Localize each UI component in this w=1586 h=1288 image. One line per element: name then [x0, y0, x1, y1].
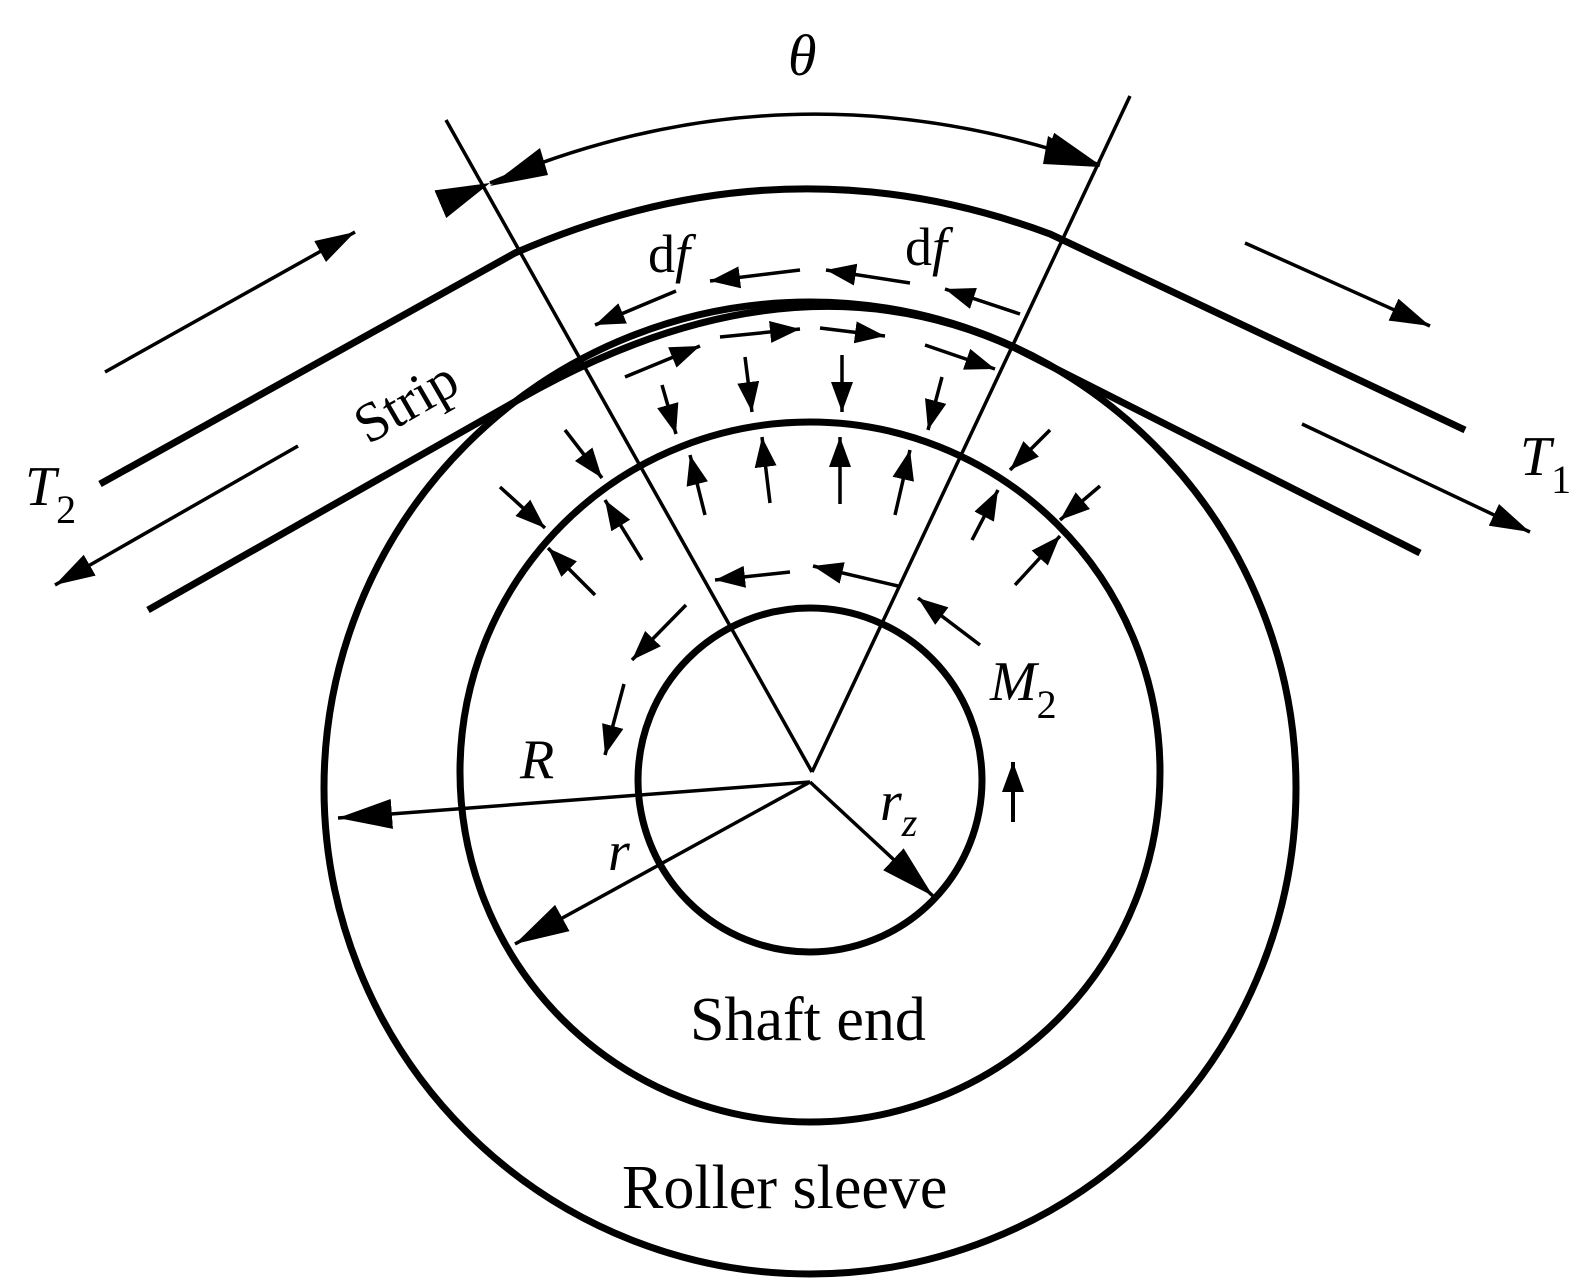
df-label-left: df [648, 224, 697, 284]
friction-arrows-strip [594, 263, 1021, 327]
radius-R-arrow [337, 780, 811, 829]
radius-rz-arrow [808, 780, 935, 898]
strip-upper-edge [98, 185, 1467, 488]
internal-friction-arrows [602, 562, 982, 756]
wrap-angle-line-right [810, 95, 1132, 773]
pressure-arrows-inward [498, 355, 1102, 530]
radius-r-label: r [608, 821, 630, 883]
shaft-circle [634, 604, 986, 956]
df-label-right: df [905, 217, 954, 277]
radius-R-label: R [519, 729, 554, 791]
theta-arrowhead-left [490, 148, 548, 186]
shaft-end-outer-circle [456, 418, 1164, 1126]
friction-arrows-roller [624, 321, 996, 379]
strip-motion-arrow-in [104, 230, 356, 374]
tension-T1-label: T1 [1520, 426, 1571, 502]
theta-arc [434, 112, 1101, 218]
strip-motion-arrow-out [1244, 241, 1431, 328]
radius-rz-label: rz [880, 771, 918, 845]
tension-T2-arrow [54, 444, 299, 587]
radius-r-arrow [514, 780, 811, 946]
shaft-end-label: Shaft end [690, 986, 926, 1054]
pressure-arrows-outward [546, 436, 1062, 597]
tension-T2-label: T2 [25, 456, 76, 532]
roller-sleeve-circle [320, 298, 1300, 1278]
roller-sleeve-label: Roller sleeve [622, 1154, 947, 1222]
wrap-angle-line-left [444, 119, 814, 773]
tension-T1-arrow [1301, 422, 1531, 534]
theta-label: θ [788, 23, 817, 88]
moment-M2-label: M2 [989, 651, 1057, 727]
theta-arrowhead-right [1043, 136, 1100, 167]
strip-lower-edge [146, 302, 1422, 614]
